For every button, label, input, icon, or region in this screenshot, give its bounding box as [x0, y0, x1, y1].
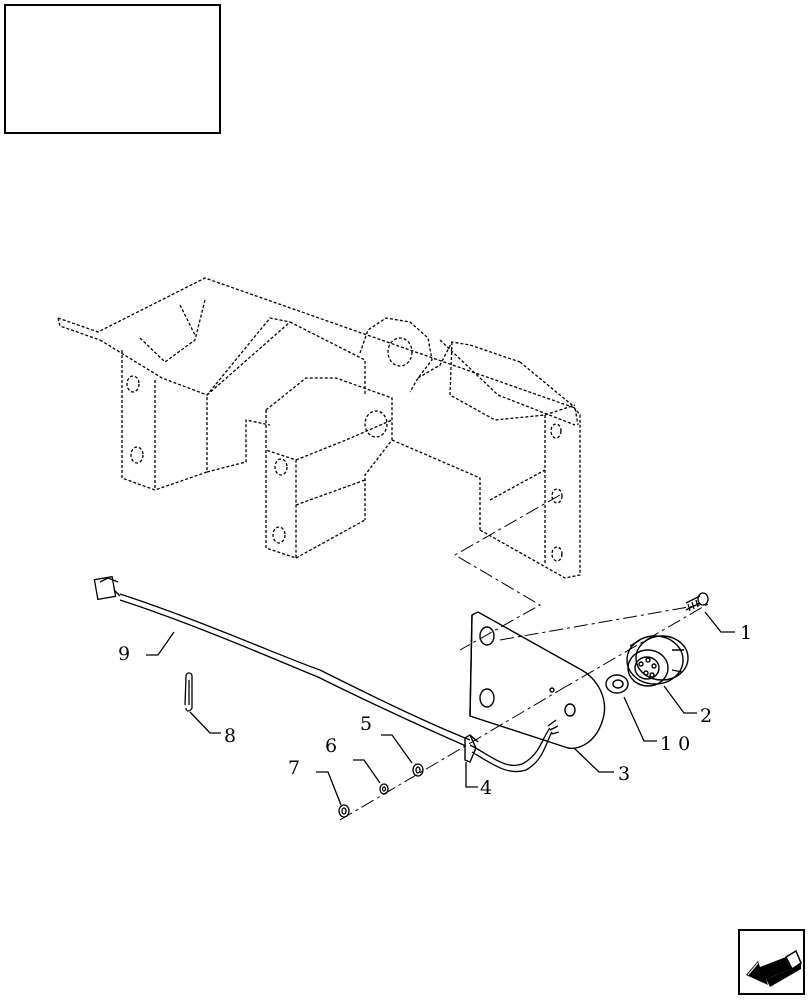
previous-page-arrow-icon [746, 949, 802, 987]
callout-6: 6 [325, 735, 337, 757]
nut-7 [338, 804, 350, 818]
callout-2: 2 [700, 705, 712, 727]
callout-labels: 1 2 3 4 5 6 7 8 9 1 0 [118, 622, 752, 799]
screw [685, 592, 709, 612]
frame-outline [57, 277, 581, 579]
callout-7: 7 [288, 757, 300, 779]
leader-lines [146, 611, 735, 806]
harness-cable [93, 575, 560, 773]
receptacle [626, 635, 689, 687]
callout-8: 8 [224, 725, 236, 747]
clip [464, 733, 479, 763]
bracket-plate [469, 611, 606, 749]
title-box [4, 4, 221, 134]
callout-5: 5 [360, 713, 372, 735]
callout-9: 9 [118, 643, 130, 665]
callout-4: 4 [480, 777, 492, 799]
callout-1: 1 [740, 622, 752, 644]
callout-10: 1 0 [660, 733, 690, 755]
assembly-centerlines [339, 494, 709, 821]
previous-page-button[interactable] [738, 929, 805, 995]
callout-3: 3 [618, 763, 630, 785]
seal-ring [605, 674, 629, 694]
washer-6 [379, 783, 389, 795]
washer-5 [412, 763, 424, 777]
retainer-clip [184, 672, 193, 712]
